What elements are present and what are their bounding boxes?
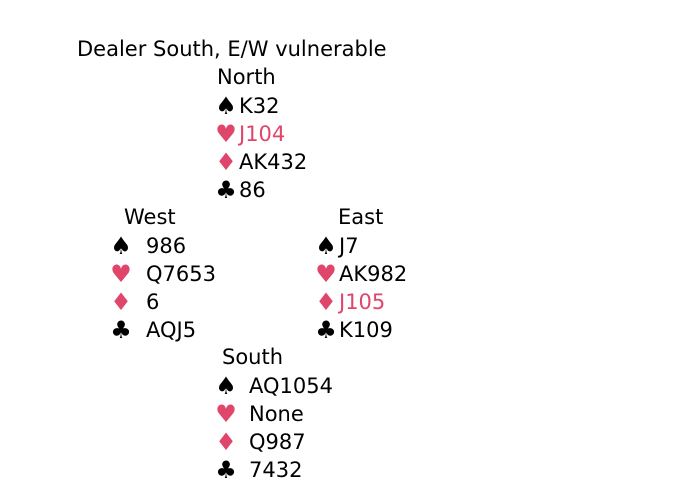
east-clubs-cards: K109 — [339, 318, 393, 342]
north-spades-row: ♠ K32 — [213, 92, 307, 120]
heart-icon: ♥ — [110, 260, 132, 288]
diamond-icon: ♦ — [110, 288, 132, 316]
heart-icon: ♥ — [215, 400, 237, 428]
north-clubs-row: ♣ 86 — [213, 176, 307, 204]
south-diamonds-cards: Q987 — [249, 430, 306, 454]
south-clubs-row: ♣ 7432 — [213, 456, 333, 484]
west-diamonds-cards: 6 — [146, 290, 160, 314]
west-spades-cards: 986 — [146, 234, 187, 258]
heart-icon: ♥ — [215, 120, 237, 148]
south-seat-label: South — [222, 345, 284, 369]
deal-title: Dealer South, E/W vulnerable — [77, 37, 387, 61]
diamond-icon: ♦ — [215, 148, 237, 176]
diamond-icon: ♦ — [215, 428, 237, 456]
spade-icon: ♠ — [315, 232, 337, 260]
spade-icon: ♠ — [215, 92, 237, 120]
west-hearts-cards: Q7653 — [146, 262, 216, 286]
south-spades-cards: AQ1054 — [249, 374, 333, 398]
heart-icon: ♥ — [315, 260, 337, 288]
east-hearts-cards: AK982 — [339, 262, 408, 286]
east-hearts-row: ♥ AK982 — [313, 260, 407, 288]
north-diamonds-row: ♦ AK432 — [213, 148, 307, 176]
club-icon: ♣ — [215, 456, 237, 484]
west-diamonds-row: ♦ 6 — [108, 288, 216, 316]
east-seat-label: East — [338, 205, 384, 229]
east-clubs-row: ♣ K109 — [313, 316, 407, 344]
north-spades-cards: K32 — [239, 94, 280, 118]
spade-icon: ♠ — [215, 372, 237, 400]
west-clubs-cards: AQJ5 — [146, 318, 197, 342]
east-diamonds-cards: J105 — [339, 290, 386, 314]
west-hand: West ♠ 986 ♥ Q7653 ♦ 6 ♣ AQJ5 — [108, 204, 216, 344]
north-seat-label: North — [217, 65, 276, 89]
north-hand: North ♠ K32 ♥ J104 ♦ AK432 ♣ 86 — [213, 64, 307, 204]
north-hearts-row: ♥ J104 — [213, 120, 307, 148]
south-spades-row: ♠ AQ1054 — [213, 372, 333, 400]
east-spades-row: ♠ J7 — [313, 232, 407, 260]
south-diamonds-row: ♦ Q987 — [213, 428, 333, 456]
east-diamonds-row: ♦ J105 — [313, 288, 407, 316]
club-icon: ♣ — [215, 176, 237, 204]
north-hearts-cards: J104 — [239, 122, 286, 146]
south-hearts-row: ♥ None — [213, 400, 333, 428]
north-clubs-cards: 86 — [239, 178, 266, 202]
club-icon: ♣ — [110, 316, 132, 344]
east-hand: East ♠ J7 ♥ AK982 ♦ J105 ♣ K109 — [313, 204, 407, 344]
north-diamonds-cards: AK432 — [239, 150, 308, 174]
south-clubs-cards: 7432 — [249, 458, 303, 482]
spade-icon: ♠ — [110, 232, 132, 260]
club-icon: ♣ — [315, 316, 337, 344]
west-seat-label: West — [124, 205, 176, 229]
west-hearts-row: ♥ Q7653 — [108, 260, 216, 288]
diamond-icon: ♦ — [315, 288, 337, 316]
east-spades-cards: J7 — [339, 234, 359, 258]
west-spades-row: ♠ 986 — [108, 232, 216, 260]
south-hearts-cards: None — [249, 402, 304, 426]
south-hand: South ♠ AQ1054 ♥ None ♦ Q987 ♣ 7432 — [213, 344, 333, 484]
west-clubs-row: ♣ AQJ5 — [108, 316, 216, 344]
